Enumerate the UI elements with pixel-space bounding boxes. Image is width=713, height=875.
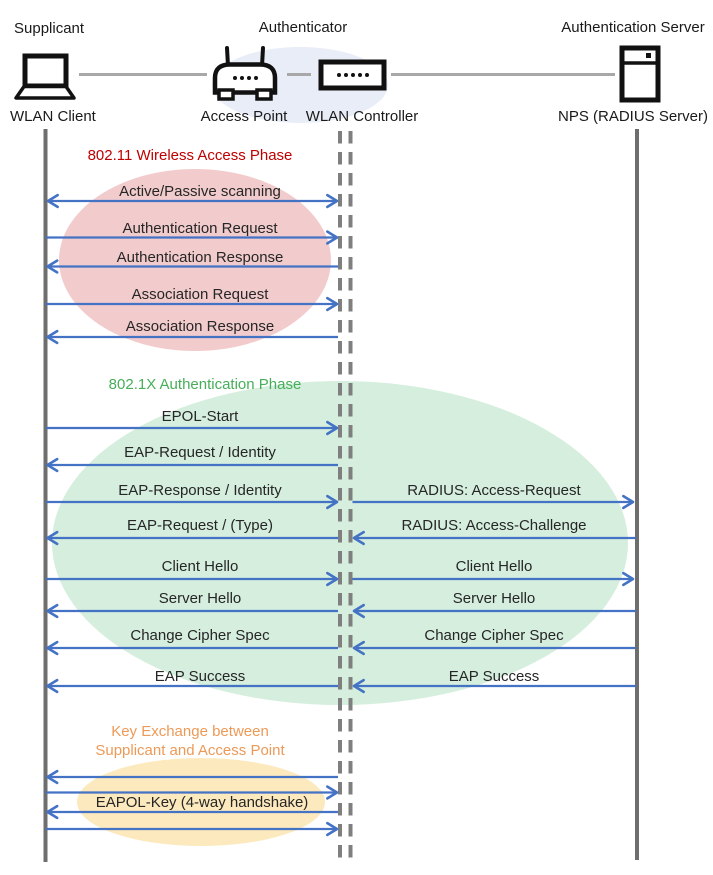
phase3-ellipse bbox=[77, 758, 325, 846]
msg-server-hello-left: Server Hello bbox=[159, 590, 242, 607]
msg-radius-access-request: RADIUS: Access-Request bbox=[407, 482, 581, 499]
msg-active-passive-scanning: Active/Passive scanning bbox=[119, 183, 281, 200]
msg-eap-success-left: EAP Success bbox=[155, 668, 246, 685]
msg-eapol-key: EAPOL-Key (4-way handshake) bbox=[96, 794, 309, 811]
msg-client-hello-left: Client Hello bbox=[162, 558, 239, 575]
msg-client-hello-right: Client Hello bbox=[456, 558, 533, 575]
label-access-point: Access Point bbox=[201, 108, 289, 125]
laptop-icon bbox=[14, 53, 76, 100]
role-authenticator: Authenticator bbox=[259, 19, 347, 36]
label-nps-radius-server: NPS (RADIUS Server) bbox=[558, 108, 708, 125]
msg-eap-response-identity: EAP-Response / Identity bbox=[118, 482, 282, 499]
access-point-icon bbox=[212, 46, 278, 101]
phase3-title-line2: Supplicant and Access Point bbox=[95, 742, 285, 759]
msg-server-hello-right: Server Hello bbox=[453, 590, 536, 607]
msg-change-cipher-spec-right: Change Cipher Spec bbox=[424, 627, 564, 644]
label-wlan-client: WLAN Client bbox=[10, 108, 97, 125]
msg-epol-start: EPOL-Start bbox=[162, 408, 240, 425]
role-supplicant: Supplicant bbox=[14, 20, 85, 37]
wlan-controller-icon bbox=[318, 59, 387, 91]
role-authentication-server: Authentication Server bbox=[561, 19, 704, 36]
phase2-title: 802.1X Authentication Phase bbox=[109, 376, 302, 393]
msg-association-response: Association Response bbox=[126, 318, 274, 335]
phase2-ellipse bbox=[52, 381, 628, 705]
msg-eap-request-identity: EAP-Request / Identity bbox=[124, 444, 276, 461]
server-tower-icon bbox=[619, 45, 661, 103]
msg-authentication-request: Authentication Request bbox=[122, 220, 278, 237]
label-wlan-controller: WLAN Controller bbox=[306, 108, 419, 125]
msg-eap-success-right: EAP Success bbox=[449, 668, 540, 685]
msg-authentication-response: Authentication Response bbox=[117, 249, 284, 266]
msg-radius-access-challenge: RADIUS: Access-Challenge bbox=[401, 517, 586, 534]
phase1-ellipse bbox=[59, 169, 331, 351]
msg-association-request: Association Request bbox=[132, 286, 270, 303]
phase1-title: 802.11 Wireless Access Phase bbox=[88, 147, 293, 164]
phase3-title-line1: Key Exchange between bbox=[111, 723, 269, 740]
msg-change-cipher-spec-left: Change Cipher Spec bbox=[130, 627, 270, 644]
msg-eap-request-type: EAP-Request / (Type) bbox=[127, 517, 273, 534]
